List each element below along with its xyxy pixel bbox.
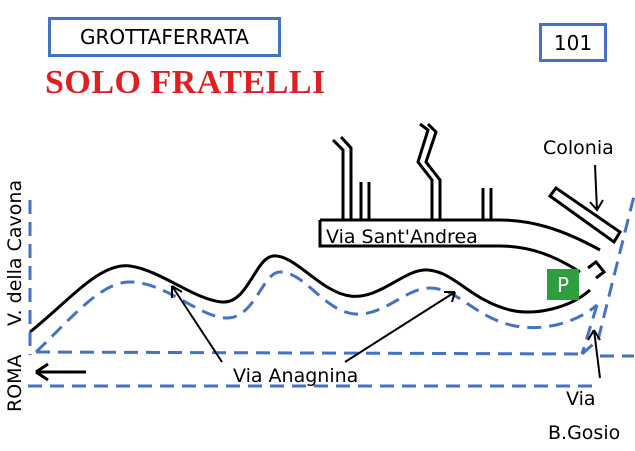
side-street-3 bbox=[416, 122, 442, 220]
colonia-label: Colonia bbox=[543, 137, 614, 159]
via-sant-andrea-road-bottom bbox=[318, 220, 581, 274]
roma-arrow bbox=[35, 362, 86, 382]
town-name: GROTTAFERRATA bbox=[80, 25, 249, 49]
route-number-box: 101 bbox=[539, 23, 607, 62]
colonia-pointer bbox=[594, 164, 598, 211]
colonia-pointer-head bbox=[589, 199, 604, 212]
via-sant-andrea-road-top bbox=[320, 218, 601, 252]
via-gosio-pointer bbox=[587, 329, 601, 379]
route-number: 101 bbox=[553, 30, 593, 55]
banner-text: SOLO FRATELLI bbox=[45, 64, 326, 101]
via-anagnina-label: Via Anagnina bbox=[233, 365, 359, 387]
parking-letter: P bbox=[556, 272, 570, 297]
side-street-2 bbox=[359, 182, 371, 220]
v-della-cavona-label: V. della Cavona bbox=[4, 179, 26, 326]
via-gosio-label-line2: B.Gosio bbox=[548, 422, 621, 444]
side-street-1 bbox=[331, 135, 353, 220]
via-gosio-label-line1: Via bbox=[566, 388, 596, 410]
town-name-box: GROTTAFERRATA bbox=[48, 17, 281, 57]
via-anagnina-pointer-right bbox=[344, 291, 456, 363]
roma-label: ROMA bbox=[4, 354, 26, 412]
bus-route-gosio bbox=[580, 195, 635, 356]
side-street-4 bbox=[481, 188, 493, 220]
colonia-street bbox=[547, 185, 623, 245]
bus-route-return bbox=[35, 350, 583, 356]
via-sant-andrea-label: Via Sant'Andrea bbox=[326, 226, 478, 248]
via-anagnina-road bbox=[29, 254, 592, 334]
via-anagnina-pointer-left bbox=[171, 285, 223, 363]
bus-route-main bbox=[34, 270, 598, 354]
parking-stub bbox=[587, 259, 607, 280]
parking-sign: P bbox=[547, 269, 579, 300]
